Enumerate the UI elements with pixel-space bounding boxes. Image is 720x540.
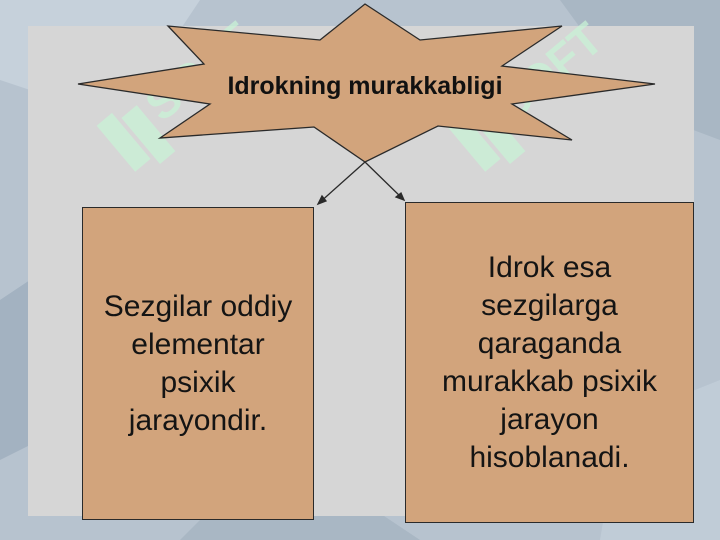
left-concept-text: Sezgilar oddiy elementar psixik jarayond… xyxy=(103,289,293,437)
connector-arrows xyxy=(316,161,406,206)
right-concept-text: Idrok esa sezgilarga qaraganda murakkab … xyxy=(441,250,658,474)
diagram-title: Idrokning murakkabligi xyxy=(227,72,503,100)
left-concept-box: Sezgilar oddiy elementar psixik jarayond… xyxy=(82,207,314,520)
right-concept-box: Idrok esa sezgilarga qaraganda murakkab … xyxy=(405,202,694,523)
title-starburst xyxy=(77,3,656,163)
